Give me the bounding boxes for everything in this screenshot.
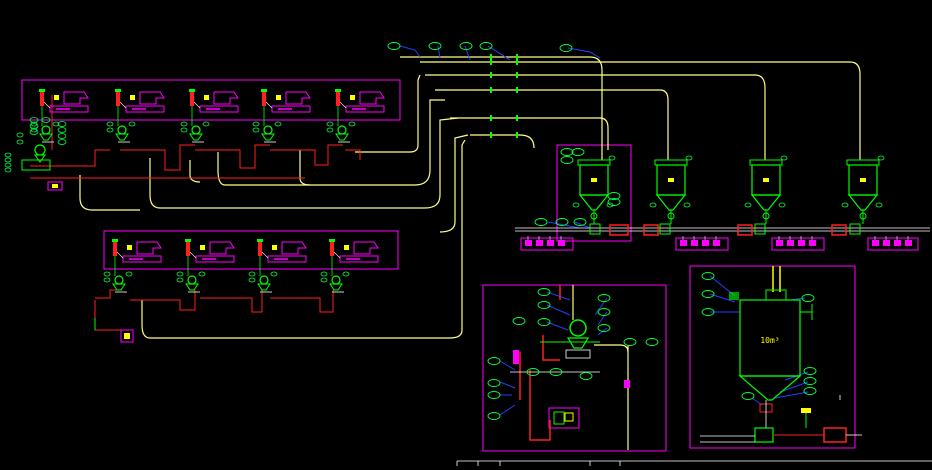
valve-group-frame-3 [771, 237, 825, 251]
lower-feeder-row-frame [103, 230, 399, 270]
instrument-tag-bubble [549, 368, 563, 376]
instrument-tag-bubble [537, 318, 551, 326]
pipe-to-receiver-3 [425, 74, 766, 160]
valve-group-frame-4 [867, 237, 919, 251]
upper-feeder-unit [326, 89, 385, 143]
instrument-tag-bubble [537, 301, 551, 309]
instrument-tag-bubble [801, 294, 815, 302]
upper-feeder-units [30, 89, 385, 143]
center-small-box [548, 407, 580, 429]
receiver-branch-pipe [450, 117, 609, 150]
instrument-tag-bubble [487, 412, 501, 420]
lower-feeder-unit [320, 239, 379, 293]
instrument-tag-bubble [526, 368, 540, 376]
receiver-hopper [841, 155, 885, 224]
instrument-tag-bubble [701, 308, 715, 316]
valve-group [680, 236, 720, 246]
pipe-to-receiver-4 [420, 61, 861, 160]
instrument-tag-bubble [573, 218, 587, 226]
pipe-to-receiver-1 [400, 56, 603, 160]
center-outlet-pipe [594, 344, 629, 353]
instrument-tag-bubble [534, 218, 548, 226]
pipe-segment-markers [490, 54, 518, 138]
instrument-tag-bubble [579, 372, 593, 380]
instrument-tag-bubble [597, 294, 611, 302]
receiver-bottom-header [515, 223, 930, 236]
lower-feeder-units [103, 239, 379, 293]
instrument-tag-bubble [701, 272, 715, 280]
center-panel-frame [482, 284, 667, 452]
instrument-tag-bubbles [387, 42, 817, 420]
instrument-tag-bubble [537, 288, 551, 296]
lower-row-red-lines [94, 289, 334, 331]
instrument-tag-bubble [512, 317, 526, 325]
instrument-tag-bubble [487, 357, 501, 365]
main-conveying-pipelines [79, 56, 861, 450]
instrument-tag-bubble [560, 148, 574, 156]
valve-group [525, 236, 565, 246]
instrument-tag-bubble [487, 391, 501, 399]
lower-feeder-unit [176, 239, 235, 293]
upper-row-drop-pipe-2 [189, 160, 201, 183]
instrument-tag-bubble [428, 42, 442, 50]
instrument-tag-bubble [803, 377, 817, 385]
lower-feeder-unit [103, 239, 162, 293]
upper-row-return-pipe-2 [217, 99, 445, 186]
instrument-tag-bubble [459, 42, 473, 50]
silo-volume-label: 10m³ [760, 336, 779, 345]
lower-feeder-unit [248, 239, 307, 293]
signal-lines [399, 45, 809, 416]
pipe-to-receiver-2 [435, 89, 669, 160]
upper-feeder-unit [252, 89, 311, 143]
title-block-fragment [456, 460, 932, 466]
storage-silo: 10m³ [700, 266, 862, 443]
instrument-tag-bubble [487, 379, 501, 387]
instrument-tag-bubble [560, 156, 574, 164]
instrument-tag-bubble [607, 192, 621, 200]
left-bypass-pipe [79, 175, 140, 211]
valve-group-frame-2 [675, 237, 729, 251]
instrument-tag-bubble [597, 324, 611, 332]
instrument-tag-bubble [623, 338, 637, 346]
upper-row-return-pipe-1 [355, 74, 421, 153]
receiver-feed-stub [470, 134, 535, 149]
lower-row-return-pipe [141, 139, 466, 339]
instrument-tag-bubble [803, 367, 817, 375]
valve-group-frame-1 [520, 237, 574, 251]
instrument-tag-bubble [701, 290, 715, 298]
instrument-tag-bubble [571, 148, 585, 156]
instrument-tag-bubble [555, 218, 569, 226]
instrument-tag-bubble [479, 42, 493, 50]
instrument-tag-bubble [387, 42, 401, 50]
upper-feeder-unit [180, 89, 239, 143]
valve-group [872, 236, 912, 246]
center-rotary-valve-assembly [510, 319, 630, 425]
upper-feeder-unit [106, 89, 165, 143]
left-instrument-cluster [4, 117, 67, 191]
instrument-tag-bubble [645, 338, 659, 346]
valve-group [776, 236, 816, 246]
lower-header-pipe [439, 134, 469, 233]
upper-row-red-lines [30, 95, 361, 179]
receiver-hopper-frame [556, 144, 632, 242]
receiver-hopper [744, 155, 788, 224]
upper-feeder-row-frame [21, 79, 401, 121]
instrument-tag-bubble [597, 308, 611, 316]
receiver-hopper [572, 155, 616, 224]
instrument-tag-bubble [559, 44, 573, 52]
upper-row-return-pipe-3 [149, 117, 459, 209]
instrument-tag-bubble [741, 392, 755, 400]
receiver-hoppers [525, 155, 912, 246]
center-red-lines [519, 285, 561, 441]
lower-left-device [94, 318, 134, 343]
instrument-tag-bubble [803, 387, 817, 395]
receiver-hopper [649, 155, 693, 224]
instrument-tag-bubble [607, 198, 621, 206]
